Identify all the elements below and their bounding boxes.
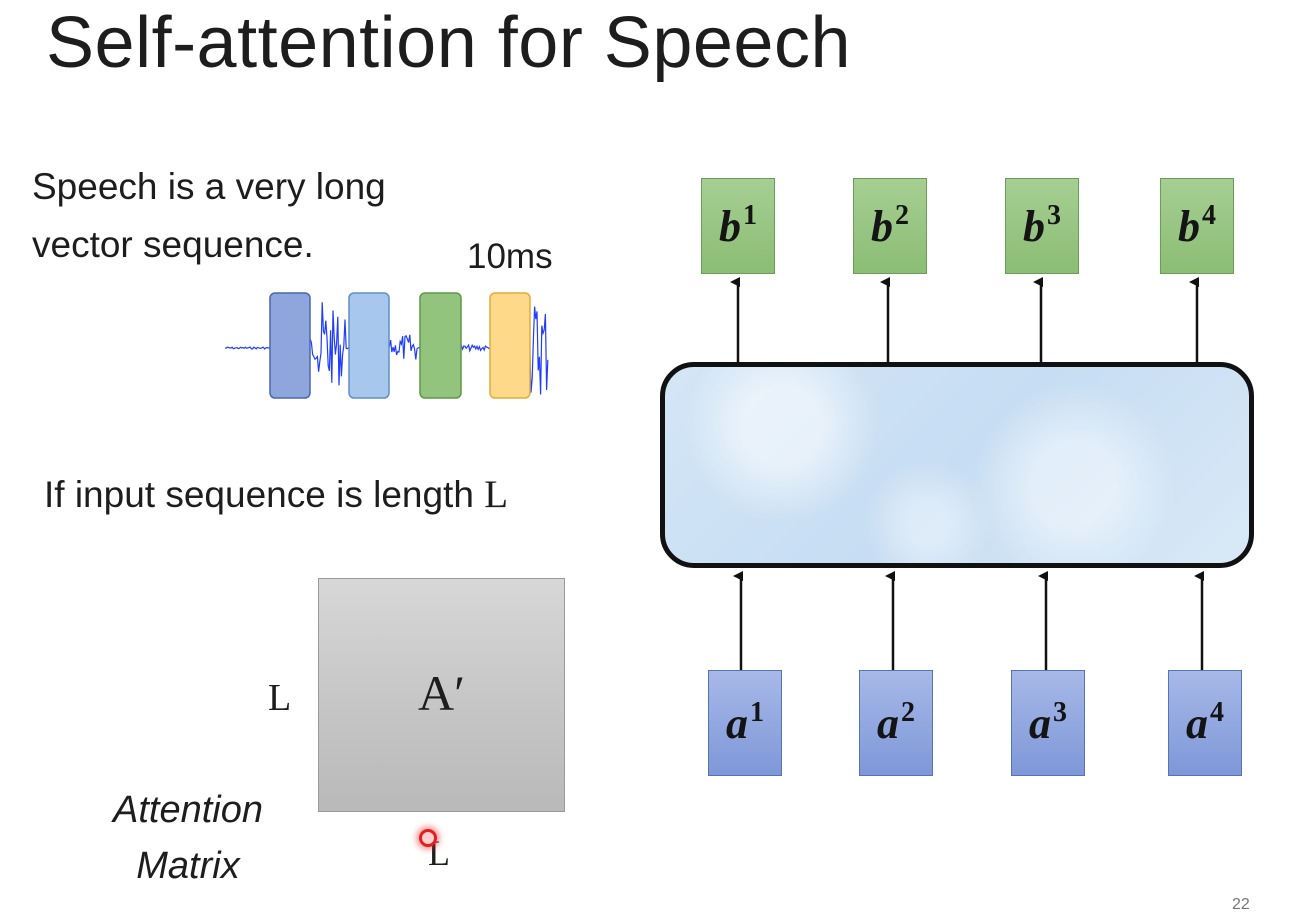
output-b3-sup: 3 [1047, 200, 1061, 231]
output-b1-base: b [719, 201, 741, 251]
slide-title: Self-attention for Speech [46, 3, 851, 83]
pointer-cursor-icon [419, 829, 437, 847]
description-line-1: Speech is a very long [32, 166, 386, 207]
output-b1-sup: 1 [743, 200, 757, 231]
page-number: 22 [1232, 896, 1250, 913]
input-a3-base: a [1029, 698, 1051, 748]
output-b4-base: b [1178, 201, 1200, 251]
description-text: Speech is a very long vector sequence. [32, 158, 386, 274]
input-a2-sup: 2 [901, 697, 915, 728]
attention-matrix-symbol: A′ [417, 665, 466, 721]
input-a4-base: a [1186, 698, 1208, 748]
frame-4 [489, 292, 531, 399]
output-b4-sup: 4 [1202, 200, 1216, 231]
frame-3 [419, 292, 462, 399]
matrix-row-length-label: L [268, 677, 292, 719]
input-length-phrase: If input sequence is length [44, 474, 485, 515]
input-a2-base: a [877, 698, 899, 748]
input-a1-base: a [726, 698, 748, 748]
attention-matrix [318, 578, 565, 812]
frame-duration-label: 10ms [467, 237, 553, 276]
caption-line-2: Matrix [136, 845, 240, 887]
input-a4-sup: 4 [1210, 697, 1224, 728]
self-attention-block [660, 362, 1254, 568]
attention-matrix-caption: Attention Matrix [80, 782, 296, 894]
output-b2-base: b [871, 201, 893, 251]
output-b3-base: b [1023, 201, 1045, 251]
output-b2-sup: 2 [895, 200, 909, 231]
frame-2 [348, 292, 390, 399]
description-line-2: vector sequence. [32, 224, 314, 265]
frame-1 [269, 292, 311, 399]
caption-line-1: Attention [113, 789, 263, 831]
input-length-symbol: L [484, 473, 509, 516]
input-a3-sup: 3 [1053, 697, 1067, 728]
input-length-text: If input sequence is length L [44, 472, 508, 517]
input-a1-sup: 1 [750, 697, 764, 728]
